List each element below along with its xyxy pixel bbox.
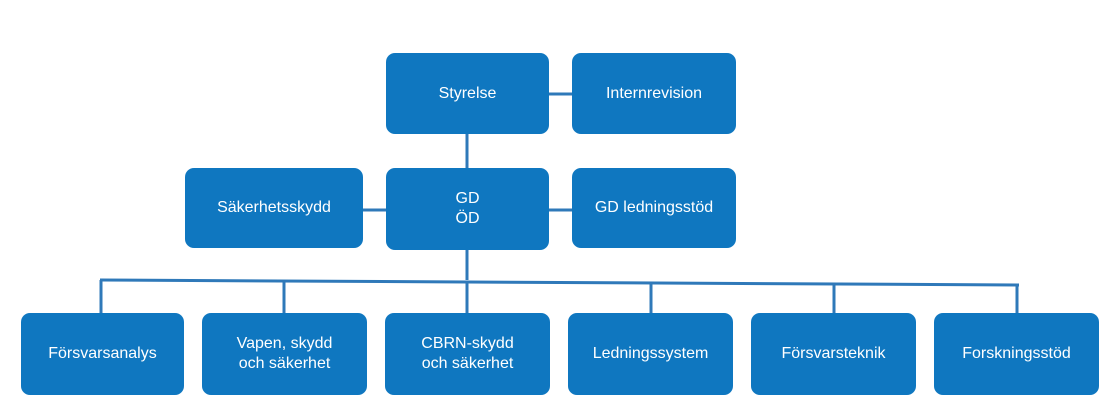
division-box-4[interactable]: Ledningssystem: [568, 313, 733, 395]
division-6-line-1: Forskningsstöd: [962, 345, 1071, 362]
division-bus-line: [99, 278, 1020, 287]
dg-support-label: GD ledningsstöd: [594, 199, 714, 216]
division-2-line-2: och säkerhet: [238, 355, 331, 372]
security-box[interactable]: Säkerhetsskydd: [185, 168, 363, 248]
director-general-line-1: GD: [455, 190, 480, 207]
division-4-line-1: Ledningssystem: [592, 345, 709, 362]
division-2-line-1: Vapen, skydd: [236, 335, 333, 352]
division-1-line-1: Försvarsanalys: [48, 345, 157, 362]
board-label: Styrelse: [438, 84, 497, 102]
director-general-line-2: ÖD: [455, 210, 480, 227]
security-label: Säkerhetsskydd: [217, 199, 331, 216]
division-3-line-2: och säkerhet: [421, 355, 514, 372]
division-box-1[interactable]: Försvarsanalys: [21, 313, 184, 395]
internal-audit-label: Internrevision: [605, 84, 703, 102]
division-box-6[interactable]: Forskningsstöd: [934, 313, 1099, 395]
board-box[interactable]: Styrelse: [386, 53, 549, 134]
division-box-3[interactable]: CBRN-skydd och säkerhet: [385, 313, 550, 395]
internal-audit-box[interactable]: Internrevision: [572, 53, 736, 134]
division-3-line-1: CBRN-skydd: [421, 335, 514, 352]
division-box-5[interactable]: Försvarsteknik: [751, 313, 916, 395]
division-5-line-1: Försvarsteknik: [781, 345, 886, 362]
director-general-box[interactable]: GD ÖD: [386, 168, 549, 250]
dg-support-box[interactable]: GD ledningsstöd: [572, 168, 736, 248]
division-box-2[interactable]: Vapen, skydd och säkerhet: [202, 313, 367, 395]
